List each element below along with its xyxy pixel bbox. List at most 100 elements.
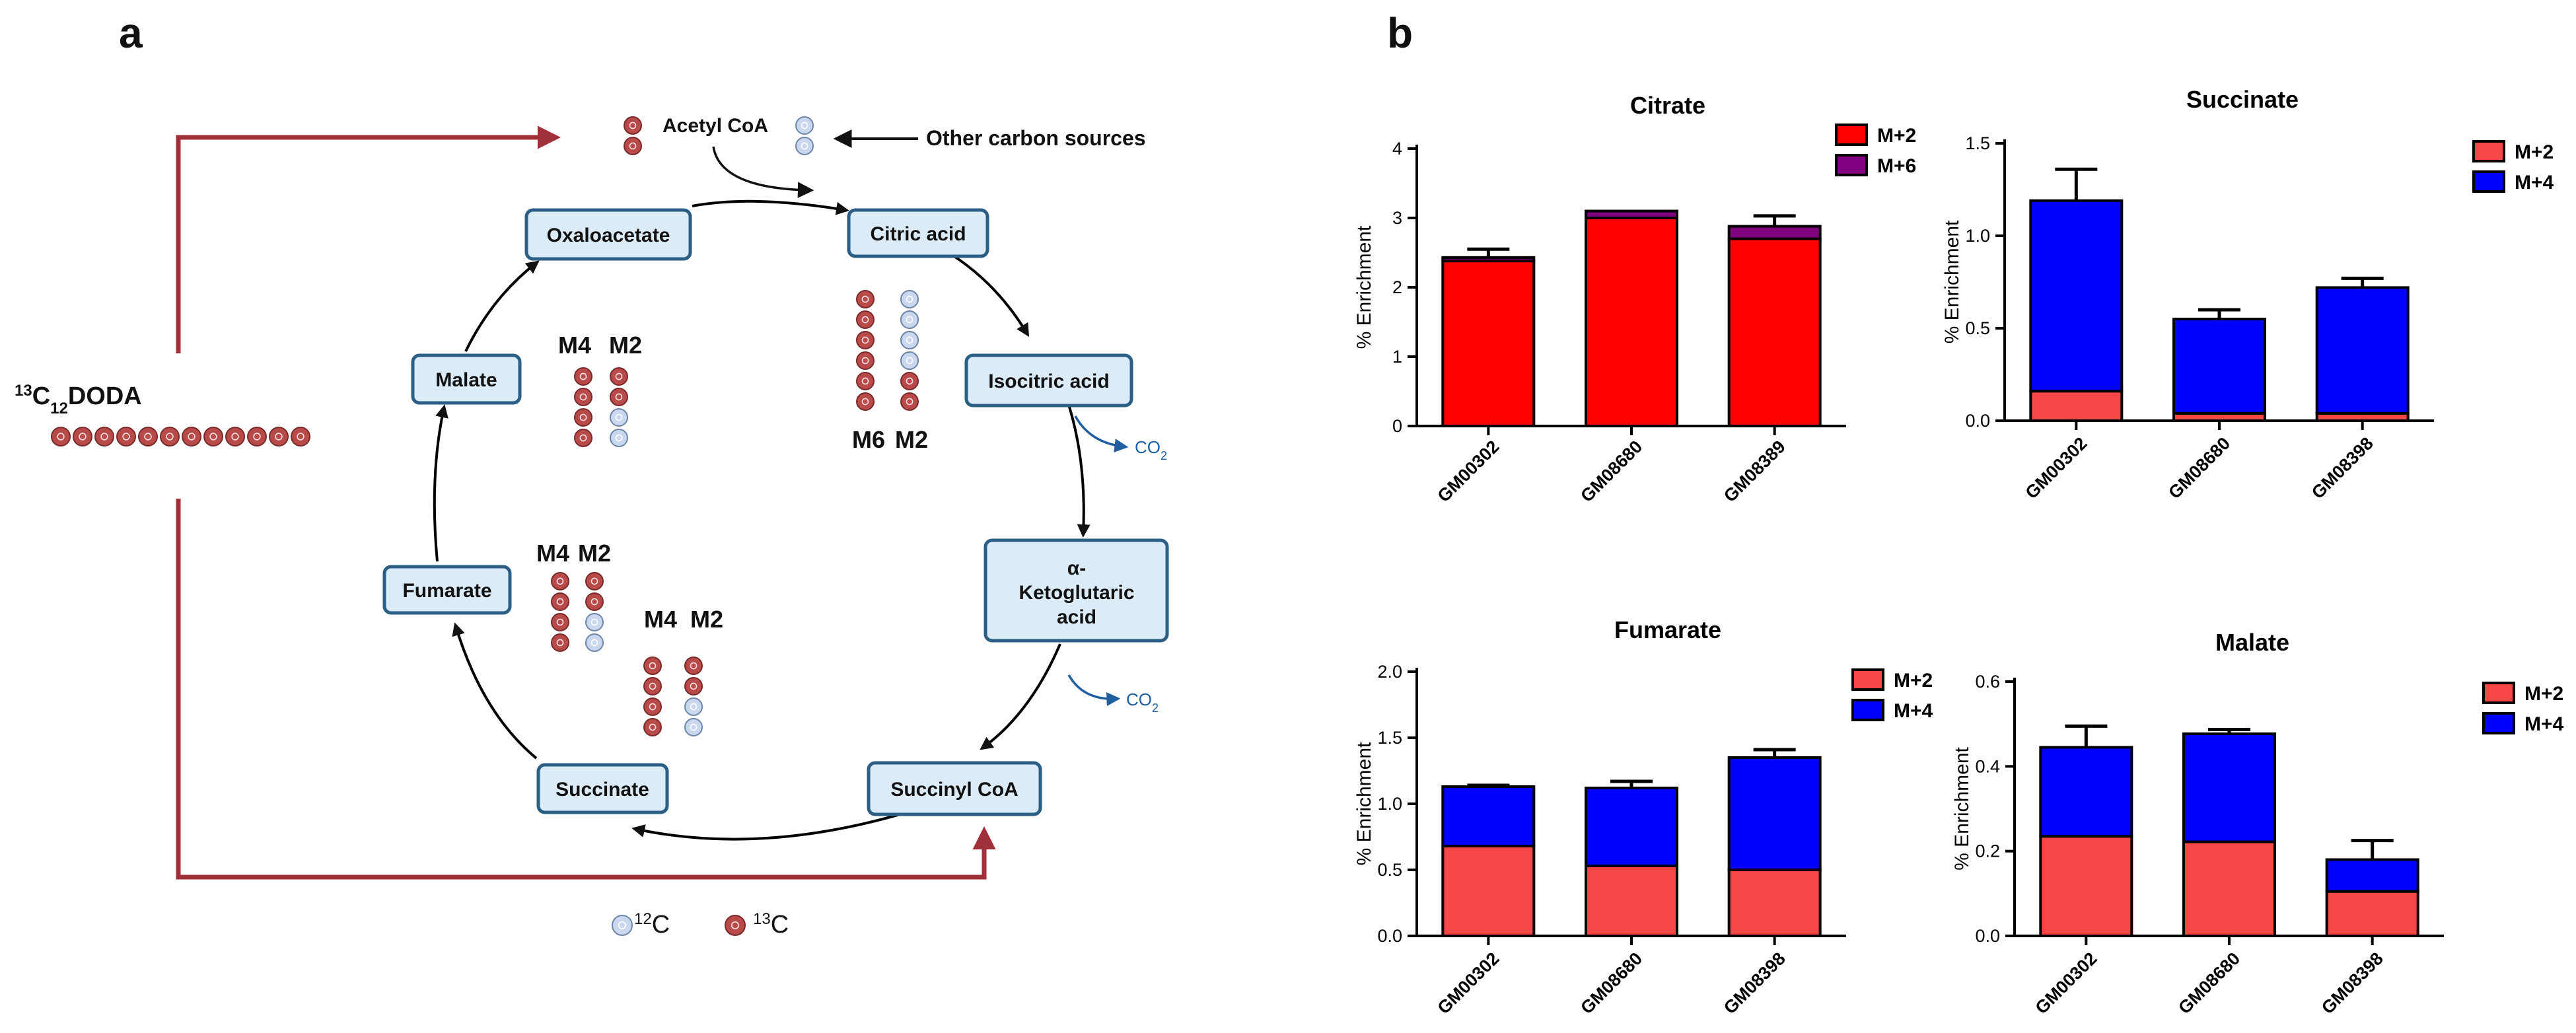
- carbon-13c-dot: [856, 392, 875, 411]
- carbon-13c-dot: [203, 427, 223, 446]
- y-tick-label: 4: [1392, 139, 1402, 159]
- carbon-13c-dot: [551, 592, 569, 611]
- chart-title: Fumarate: [1614, 616, 1721, 643]
- malate-m2-label: M2: [609, 332, 642, 359]
- x-tick-label: GM08680: [1577, 948, 1646, 1018]
- substrate-13c-chain: [51, 427, 310, 446]
- carbon-13c-dot: [551, 613, 569, 631]
- bar-M+2-GM08680: [1585, 865, 1678, 937]
- legend-label: M+2: [2515, 141, 2554, 163]
- y-tick-label: 0.5: [1377, 860, 1402, 880]
- bar-M+2-GM00302: [2039, 835, 2133, 938]
- x-tick-label: GM08680: [2165, 433, 2234, 503]
- carbon-13c-dot: [643, 677, 662, 695]
- y-tick-label: 0: [1392, 416, 1402, 436]
- chart-title: Citrate: [1630, 92, 1705, 119]
- x-tick-label: GM00302: [2032, 948, 2101, 1018]
- carbon-13c-dot: [551, 633, 569, 652]
- fumarate-m4-label: M4: [536, 540, 569, 567]
- carbon-13c-dot: [94, 427, 114, 446]
- carbon-13c-dot: [160, 427, 180, 446]
- svg-text:Oxaloacetate: Oxaloacetate: [547, 225, 670, 246]
- bar-M+2-GM00302: [1441, 260, 1536, 427]
- succinate-m4-label: M4: [644, 606, 677, 633]
- y-axis-label: % Enrichment: [1941, 220, 1963, 343]
- red-arrow-to-acetylcoa: [176, 125, 561, 353]
- succinate-m2-label: M2: [690, 606, 723, 633]
- carbon-13c-dot: [856, 372, 875, 390]
- node-fumarate: Fumarate: [382, 565, 512, 615]
- y-tick-label: 1.5: [1377, 728, 1402, 748]
- bar-M+4-GM00302: [1441, 785, 1536, 847]
- carbon-12c-dot: [795, 116, 814, 135]
- legend-swatch: [2472, 170, 2505, 193]
- node-malate: Malate: [411, 353, 522, 405]
- node-citric-acid: Citric acid: [847, 208, 989, 258]
- y-tick-label: 1: [1392, 347, 1402, 367]
- bar-M+4-GM08680: [2182, 732, 2276, 843]
- chart-2: Fumarate% Enrichment0.00.51.01.52.0GM003…: [1353, 616, 1933, 1018]
- node-oxaloacetate: Oxaloacetate: [524, 208, 692, 261]
- carbon-13c-dot: [116, 427, 136, 446]
- svg-text:Ketoglutaric: Ketoglutaric: [1019, 582, 1134, 604]
- carbon-12c-dot: [610, 408, 628, 427]
- bar-M+4-GM00302: [2039, 746, 2133, 838]
- citric-m6-label: M6: [852, 426, 885, 453]
- bar-M+2-GM08389: [1727, 237, 1822, 427]
- y-tick-label: 0.5: [1965, 318, 1990, 338]
- chart-title: Malate: [2215, 629, 2289, 656]
- carbon-12c-dot: [900, 310, 919, 329]
- legend-13c-dot: [725, 915, 746, 936]
- legend-label: M+2: [1877, 125, 1916, 147]
- y-tick-label: 1.5: [1965, 133, 1990, 153]
- x-tick-label: GM00302: [1434, 948, 1503, 1018]
- node-isocitric-acid: Isocitric acid: [964, 353, 1133, 408]
- carbon-12c-dot: [795, 137, 814, 155]
- carbon-12c-dot: [900, 331, 919, 349]
- y-tick-label: 1.0: [1965, 226, 1990, 246]
- fumarate-m2-label: M2: [578, 540, 611, 567]
- arrow-citric-isocitric: [950, 253, 1030, 338]
- red-arrow-to-succinylcoa: [176, 499, 996, 880]
- arrow-malate-oxaloacetate: [464, 260, 540, 352]
- substrate-label: 13C12DODA: [15, 382, 142, 417]
- y-tick-label: 0.0: [1975, 926, 2000, 946]
- y-tick-label: 0.0: [1965, 411, 1990, 431]
- citric-m2-label: M2: [895, 426, 928, 453]
- panel-label-a: a: [119, 9, 143, 57]
- y-axis-label: % Enrichment: [1353, 225, 1375, 349]
- y-tick-label: 2: [1392, 277, 1402, 297]
- bar-M+4-GM00302: [2029, 199, 2124, 393]
- carbon-12c-dot: [684, 718, 703, 736]
- carbon-13c-dot: [551, 572, 569, 590]
- carbon-13c-dot: [182, 427, 201, 446]
- arrow-succinylcoa-succinate: [631, 801, 939, 841]
- legend-13c-label: 13C: [753, 910, 789, 939]
- legend-label: M+4: [2524, 713, 2564, 735]
- x-tick-label: GM08398: [2318, 948, 2387, 1018]
- carbon-13c-dot: [585, 592, 604, 611]
- y-tick-label: 2.0: [1377, 662, 1402, 682]
- carbon-13c-dot: [291, 427, 310, 446]
- carbon-12c-dot: [585, 613, 604, 631]
- carbon-13c-dot: [574, 388, 592, 406]
- carbon-13c-dot: [900, 392, 919, 411]
- node-akg: α- Ketoglutaric acid: [984, 538, 1169, 643]
- carbon-13c-dot: [73, 427, 92, 446]
- bar-M+4-GM08680: [1585, 787, 1678, 867]
- carbon-13c-dot: [684, 657, 703, 675]
- legend-12c-label: 12C: [634, 910, 670, 939]
- carbon-13c-dot: [225, 427, 245, 446]
- y-tick-label: 3: [1392, 208, 1402, 228]
- x-tick-label: GM08680: [1577, 437, 1646, 506]
- isotopologue-carbon-dots: [551, 290, 919, 736]
- arrow-oxaloacetate-citric: [692, 199, 849, 215]
- arrow-isocitric-akg: [1067, 404, 1091, 538]
- chart-title: Succinate: [2186, 86, 2299, 113]
- svg-text:Isocitric acid: Isocitric acid: [988, 371, 1109, 392]
- legend-label: M+4: [1894, 700, 1933, 722]
- carbon-13c-dot: [856, 331, 875, 349]
- legend-12c-dot: [612, 915, 633, 936]
- svg-text:Malate: Malate: [435, 369, 497, 391]
